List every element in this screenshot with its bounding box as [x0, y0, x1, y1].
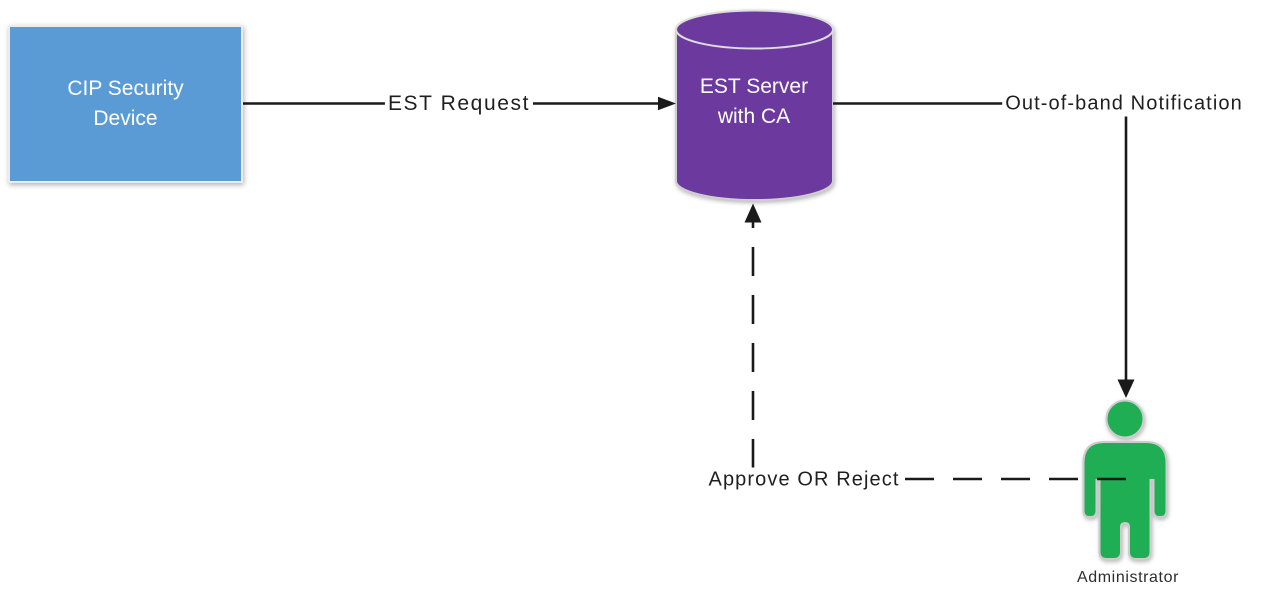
cylinder-body — [675, 28, 834, 201]
node-est-server-label: EST Server with CA — [699, 75, 809, 128]
approve-reject-arrowhead-icon — [744, 203, 762, 223]
est-server-cylinder — [675, 9, 834, 201]
node-administrator-label: Administrator — [1076, 569, 1180, 586]
edge-label-oob-notification: Out-of-band Notification — [1002, 91, 1246, 117]
edge-label-est-request: EST Request — [384, 91, 534, 117]
edge-oob-notification — [833, 102, 1135, 398]
cylinder-top — [675, 9, 834, 50]
person-head — [1105, 399, 1145, 439]
approve-reject-line — [751, 222, 1126, 481]
oob-notification-line — [833, 102, 1128, 381]
est-request-arrowhead-icon — [658, 96, 676, 111]
edge-label-approve-reject: Approve OR Reject — [705, 467, 903, 493]
edge-approve-reject — [744, 203, 1126, 481]
person-body — [1082, 441, 1168, 560]
node-cip-security-device-label: CIP Security Device — [67, 77, 184, 130]
node-cip-security-device: CIP Security Device — [8, 25, 243, 183]
administrator-figure — [1082, 399, 1168, 560]
oob-notification-arrowhead-icon — [1117, 379, 1135, 398]
